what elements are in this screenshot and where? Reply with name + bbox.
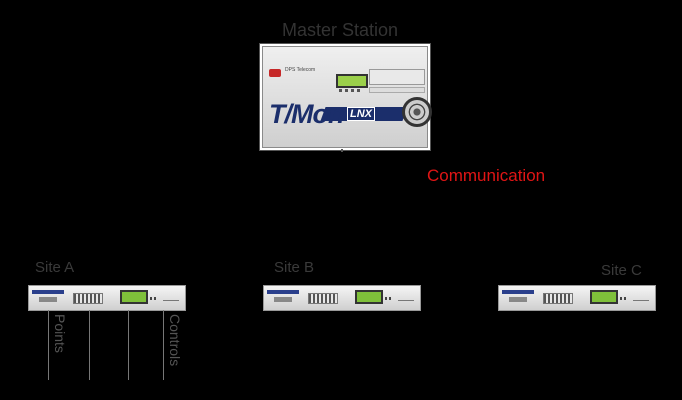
- fan-icon: [402, 97, 432, 127]
- master-drive-bay: [369, 69, 425, 85]
- rtu-lcd-display: [590, 290, 618, 304]
- product-name: T/Mon: [269, 99, 344, 129]
- rtu-brand-strip: [502, 290, 534, 294]
- site-a-rtu: [28, 285, 186, 311]
- rtu-leds: [385, 297, 393, 300]
- rtu-marking: [398, 292, 414, 301]
- master-drive-bay-2: [369, 87, 425, 93]
- rtu-port: [509, 297, 527, 302]
- site-b-rtu: [263, 285, 421, 311]
- site-a-wire-2: [89, 310, 90, 380]
- vendor-logo-icon: [269, 69, 281, 77]
- site-a-wire-3: [128, 310, 129, 380]
- site-a-wire-1: [48, 310, 49, 380]
- master-station-device: DPS Telecom T/Mon LNX: [259, 43, 432, 151]
- rtu-port: [274, 297, 292, 302]
- master-connector: [341, 149, 343, 152]
- rtu-leds: [620, 297, 628, 300]
- rtu-leds: [150, 297, 158, 300]
- rtu-terminal-block: [308, 293, 338, 304]
- rtu-lcd-display: [355, 290, 383, 304]
- controls-label: Controls: [167, 314, 183, 367]
- master-front-buttons: [339, 89, 363, 92]
- rtu-brand-strip: [267, 290, 299, 294]
- vendor-brand: DPS Telecom: [285, 67, 316, 73]
- rtu-marking: [633, 292, 649, 301]
- rtu-port: [39, 297, 57, 302]
- site-c-label: Site C: [601, 262, 642, 279]
- communication-label: Communication: [427, 166, 546, 185]
- master-chassis: DPS Telecom T/Mon LNX: [262, 46, 432, 148]
- rtu-terminal-block: [543, 293, 573, 304]
- rtu-marking: [163, 292, 179, 301]
- site-c-rtu: [498, 285, 656, 311]
- site-b-label: Site B: [274, 259, 315, 276]
- master-station-title: Master Station: [282, 20, 399, 40]
- points-label: Points: [52, 314, 68, 353]
- master-lcd-display: [336, 74, 368, 88]
- rtu-lcd-display: [120, 290, 148, 304]
- product-suffix: LNX: [347, 107, 375, 121]
- site-a-label: Site A: [35, 259, 75, 276]
- rtu-brand-strip: [32, 290, 64, 294]
- rtu-terminal-block: [73, 293, 103, 304]
- site-a-wire-4: [163, 310, 164, 380]
